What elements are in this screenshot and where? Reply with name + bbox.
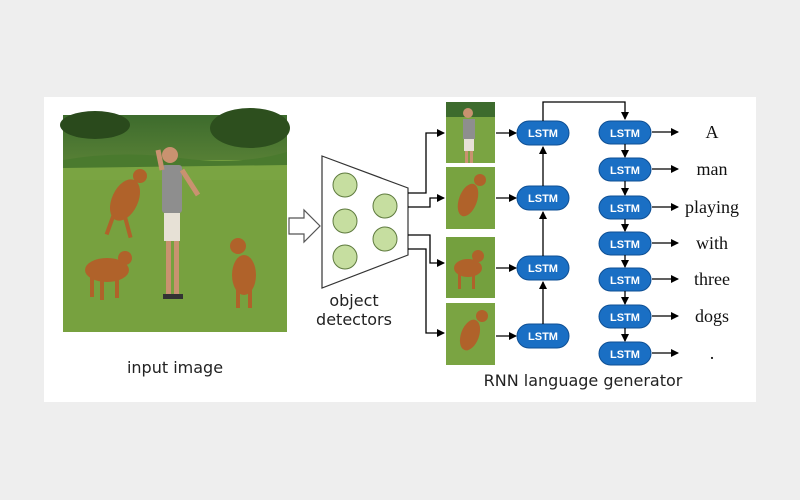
- decoder-lstm-2: LSTM: [598, 157, 652, 182]
- encoder-lstm-4: LSTM: [516, 323, 570, 349]
- crop-dog-left: [446, 237, 495, 298]
- input-arrow-icon: [288, 208, 321, 244]
- object-detectors-label-line2: detectors: [316, 310, 392, 329]
- object-detector-icon: [321, 155, 409, 289]
- dog-left: [85, 251, 132, 300]
- decoder-lstm-7: LSTM: [598, 341, 652, 366]
- svg-text:LSTM: LSTM: [610, 165, 640, 177]
- svg-text:LSTM: LSTM: [610, 203, 640, 215]
- svg-text:LSTM: LSTM: [610, 128, 640, 140]
- input-image-label: input image: [127, 358, 223, 377]
- output-word-4: with: [696, 233, 728, 253]
- output-words: A man playing with three dogs .: [685, 122, 739, 363]
- encoder-lstm-3: LSTM: [516, 255, 570, 281]
- output-word-5: three: [694, 269, 730, 289]
- crop-to-lstm-arrows: [496, 129, 517, 340]
- dog-jumping: [104, 169, 147, 239]
- svg-text:LSTM: LSTM: [610, 312, 640, 324]
- person-figure: [155, 147, 201, 299]
- object-detectors-label-line1: object: [329, 291, 378, 310]
- input-image: [60, 108, 290, 332]
- decoder-output-arrows: [652, 128, 679, 357]
- svg-text:LSTM: LSTM: [528, 193, 558, 205]
- encoder-to-decoder-connector: [542, 101, 629, 121]
- output-word-7: .: [710, 343, 715, 363]
- encoder-lstm-column: LSTM LSTM LSTM LSTM: [516, 120, 570, 349]
- crop-person: [446, 102, 495, 163]
- output-word-6: dogs: [695, 306, 729, 326]
- decoder-lstm-6: LSTM: [598, 304, 652, 329]
- rnn-generator-label: RNN language generator: [484, 371, 683, 390]
- detector-connectors: [408, 129, 445, 337]
- decoder-lstm-1: LSTM: [598, 120, 652, 145]
- encoder-lstm-1: LSTM: [516, 120, 570, 146]
- svg-text:LSTM: LSTM: [528, 263, 558, 275]
- decoder-lstm-5: LSTM: [598, 267, 652, 292]
- dog-right: [230, 238, 256, 308]
- decoder-lstm-column: LSTM LSTM LSTM LSTM LSTM LSTM LSTM: [598, 120, 652, 366]
- encoder-lstm-2: LSTM: [516, 185, 570, 211]
- svg-text:LSTM: LSTM: [528, 128, 558, 140]
- output-word-2: man: [697, 159, 728, 179]
- output-word-1: A: [706, 122, 719, 142]
- decoder-lstm-4: LSTM: [598, 231, 652, 256]
- svg-text:LSTM: LSTM: [610, 239, 640, 251]
- crop-dog-jumping: [446, 167, 495, 229]
- svg-text:LSTM: LSTM: [528, 331, 558, 343]
- svg-text:LSTM: LSTM: [610, 349, 640, 361]
- crop-dog-right: [446, 303, 495, 365]
- output-word-3: playing: [685, 197, 739, 217]
- decoder-lstm-3: LSTM: [598, 195, 652, 220]
- svg-text:LSTM: LSTM: [610, 275, 640, 287]
